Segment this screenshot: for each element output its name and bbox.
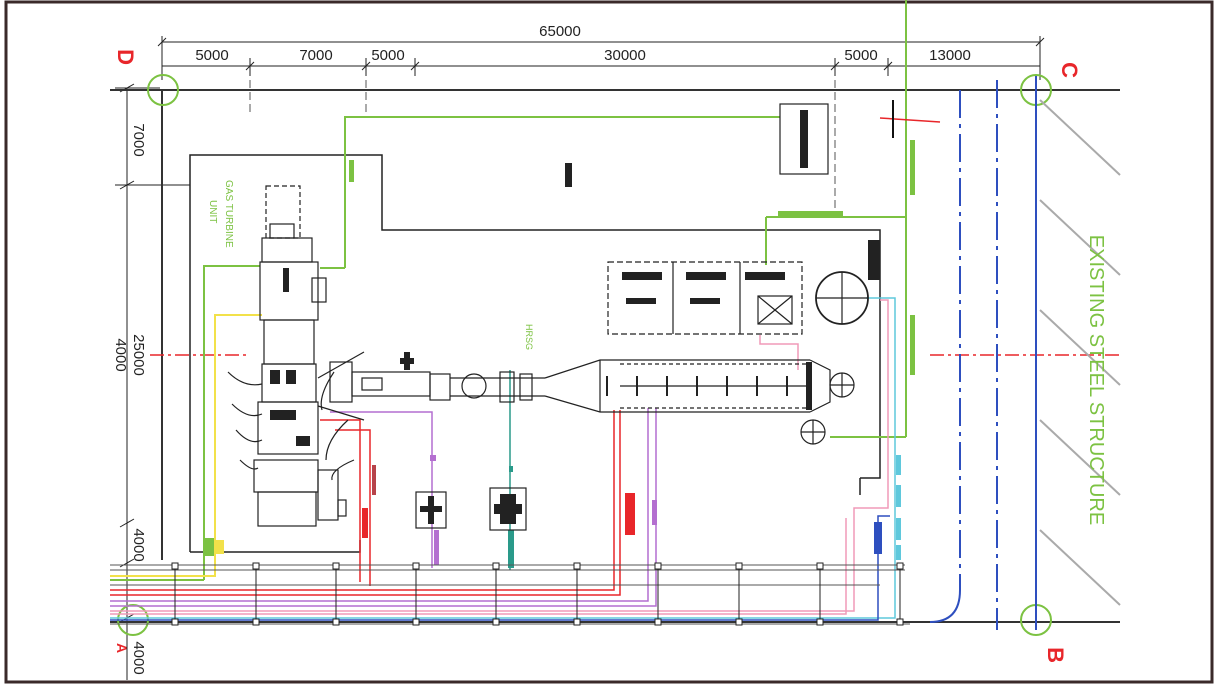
left-dimensions [115, 83, 190, 680]
equipment-modules [607, 103, 869, 335]
hrsg-duct [429, 359, 855, 445]
teal-cable [508, 370, 514, 570]
dim-left-partial: 4000 [112, 338, 129, 371]
grid-bubble-d [147, 74, 179, 106]
hrsg-duct-markings [606, 362, 812, 410]
grid-letter-a: A [114, 643, 130, 653]
pink-cables [110, 299, 889, 615]
grid-letter-b: B [1043, 647, 1068, 663]
dim-left-4: 4000 [130, 641, 147, 674]
equipment-module-details [565, 110, 880, 304]
gas-turbine-label-line1: GAS TURBINE [223, 180, 234, 248]
dim-top-2: 7000 [299, 47, 332, 64]
existing-steel-structure [929, 76, 1121, 630]
dim-top-3: 5000 [371, 47, 404, 64]
cyan-cables [110, 297, 896, 619]
dim-top-5: 5000 [844, 47, 877, 64]
aux-equipment-details [420, 494, 522, 524]
gas-turbine-details [270, 268, 414, 446]
cyan-markers [896, 455, 901, 560]
red-markers [362, 465, 635, 538]
hrsg-label: HRSG [524, 324, 534, 350]
grid-letter-c: C [1057, 62, 1082, 78]
drawing-frame [4, 0, 1214, 684]
dim-top-1: 5000 [195, 47, 228, 64]
purple-markers [430, 455, 657, 565]
green-markers [204, 140, 915, 556]
aux-equipment [415, 487, 527, 531]
dim-left-1: 7000 [130, 123, 147, 156]
cable-trench [110, 564, 910, 625]
existing-structure-label: EXISTING STEEL STRUCTURE [1085, 235, 1107, 525]
green-cables [110, 0, 907, 581]
dim-overall: 65000 [539, 23, 581, 40]
grid-lines [110, 80, 1120, 623]
dim-top-6: 13000 [929, 47, 971, 64]
trench-posts [171, 562, 904, 626]
dim-left-2: 25000 [130, 334, 147, 376]
yellow-cable [110, 314, 262, 577]
red-cables [110, 100, 941, 596]
gas-turbine-label-line2: UNIT [207, 200, 218, 223]
gas-turbine-unit [227, 185, 431, 527]
dim-left-3: 4000 [130, 528, 147, 561]
top-dimensions [157, 36, 1045, 80]
dim-top-4: 30000 [604, 47, 646, 64]
grid-letter-d: D [113, 49, 138, 65]
